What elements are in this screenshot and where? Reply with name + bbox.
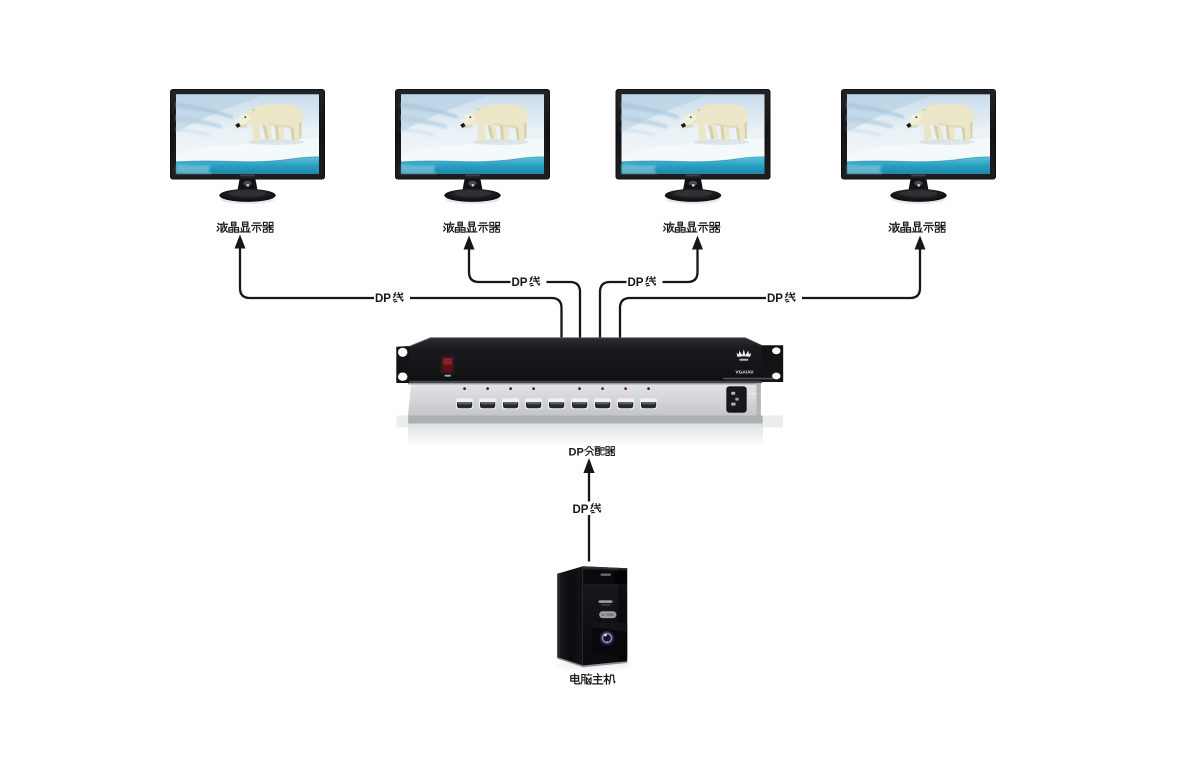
svg-text:DP: DP xyxy=(569,447,584,459)
svg-text:DP: DP xyxy=(512,277,528,289)
svg-text:DP: DP xyxy=(375,293,391,305)
svg-text:DP: DP xyxy=(573,504,589,516)
svg-text:DP: DP xyxy=(767,293,783,305)
svg-text:VGA/AV: VGA/AV xyxy=(736,370,755,376)
svg-text:DP: DP xyxy=(628,277,644,289)
